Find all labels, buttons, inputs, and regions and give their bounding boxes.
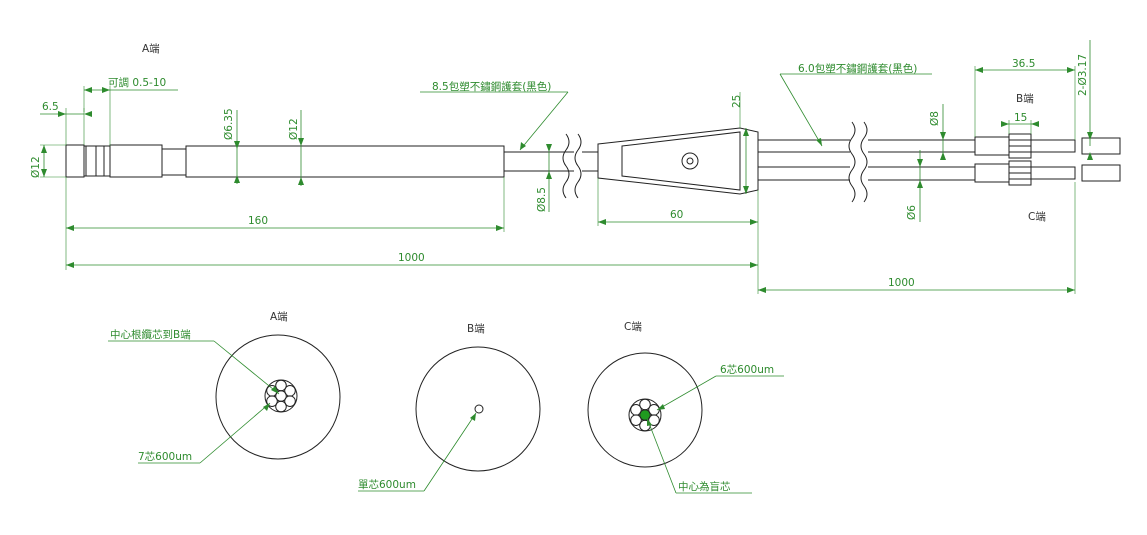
c-end-cap: [1081, 164, 1121, 182]
section-b-title: B端: [467, 322, 485, 335]
dim-15: 15: [1014, 112, 1027, 124]
sheath-leaders: [420, 73, 932, 151]
dim-phi6: Ø6: [906, 205, 918, 220]
dim-phi12-a: Ø12: [30, 156, 42, 178]
c-connector-boot: [974, 163, 1010, 183]
section-a-center-note: 中心根纜芯到B端: [110, 328, 191, 341]
dim-2-phi3-17: 2-Ø3.17: [1077, 54, 1089, 96]
a-end-tube: [185, 145, 505, 178]
dim-phi12-tube: Ø12: [288, 118, 300, 140]
section-c-outer: [587, 352, 703, 468]
section-b-core: [474, 404, 484, 414]
label-adjust-range: 可調 0.5-10: [108, 76, 166, 89]
dim-25: 25: [731, 95, 743, 108]
assembly-outline: [65, 121, 1121, 203]
b-connector-boot: [974, 136, 1010, 156]
b-connector-shaft: [1030, 139, 1076, 153]
dim-1000-a: 1000: [398, 252, 425, 264]
section-a-title: A端: [270, 310, 288, 323]
c-connector-shaft: [1030, 166, 1076, 180]
section-a: A端 中心根纜芯到B端 7芯600um: [108, 310, 341, 464]
a-end-neck: [161, 148, 187, 176]
label-end-c: C端: [1028, 210, 1046, 223]
section-a-outer: [215, 334, 341, 460]
a-end-body: [109, 144, 163, 178]
dim-1000-b: 1000: [888, 277, 915, 289]
section-b: B端 單芯600um: [358, 322, 541, 492]
dim-6-5: 6.5: [42, 101, 59, 113]
label-end-b: B端: [1016, 92, 1034, 105]
section-c-center: 中心為盲芯: [678, 480, 731, 493]
dimension-lines: [40, 40, 1091, 294]
splitter-screw: [681, 152, 699, 170]
dimension-arrows: [41, 67, 1093, 293]
a-end-knurl: [83, 145, 111, 177]
dim-36-5: 36.5: [1012, 58, 1035, 70]
dim-phi8: Ø8: [929, 111, 941, 126]
dim-phi6-35: Ø6.35: [223, 108, 235, 140]
dim-60: 60: [670, 209, 683, 221]
section-b-core-label: 單芯600um: [358, 478, 416, 491]
label-sheath-85: 8.5包塑不鏽鋼護套(黑色): [432, 80, 551, 93]
section-c: C端 6芯600um 中心為盲芯: [587, 320, 784, 494]
section-c-title: C端: [624, 320, 642, 333]
b-end-cap: [1081, 137, 1121, 155]
section-c-cores: 6芯600um: [720, 363, 774, 376]
label-end-a: A端: [142, 42, 160, 55]
label-sheath-60: 6.0包塑不鏽鋼護套(黑色): [798, 62, 917, 75]
section-b-outer: [415, 346, 541, 472]
a-end-ferrule: [65, 144, 85, 178]
dim-phi8-5: Ø8.5: [536, 187, 548, 212]
dim-160: 160: [248, 215, 268, 227]
section-a-cores: 7芯600um: [138, 450, 192, 463]
